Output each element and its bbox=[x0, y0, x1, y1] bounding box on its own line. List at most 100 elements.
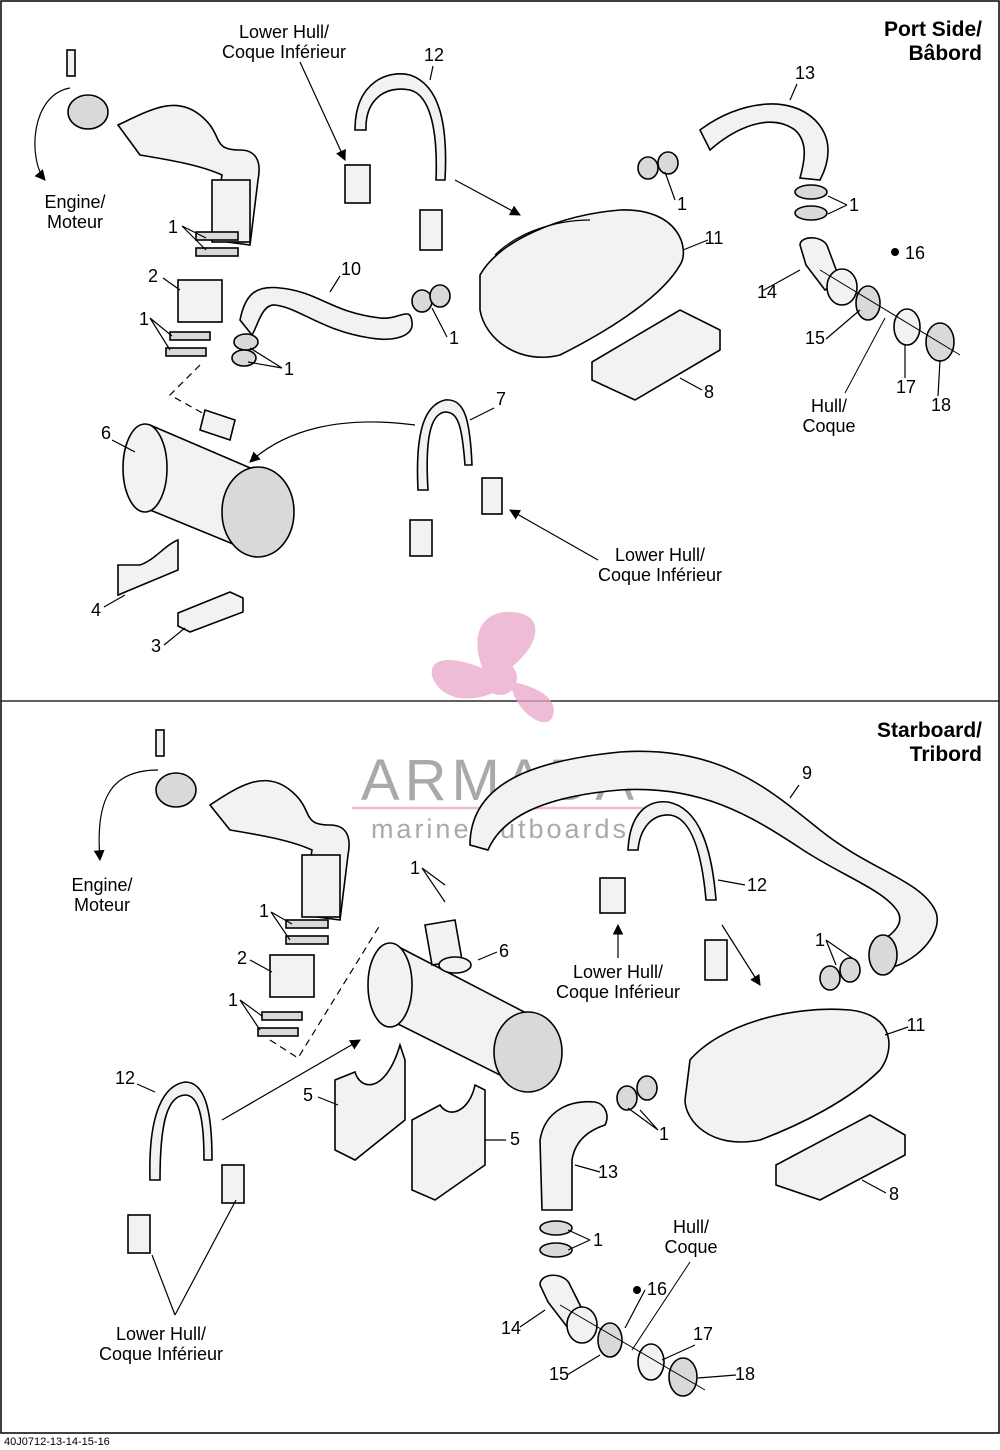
starboard-title-line2: Tribord bbox=[910, 743, 982, 766]
stb-guide-dash bbox=[269, 924, 381, 1059]
starboard-section: Starboard/ Tribord Engine/ Moteur bbox=[71, 719, 982, 1397]
reference-code: 40J0712-13-14-15-16 bbox=[4, 1436, 110, 1448]
stb-hull-label-1: Hull/ bbox=[673, 1217, 709, 1237]
stb-pipe-13 bbox=[539, 1100, 608, 1211]
stb-tube bbox=[301, 854, 341, 918]
port-callout-13: 13 bbox=[795, 63, 815, 83]
stb-lower-hull-mid-1: Lower Hull/ bbox=[573, 962, 663, 982]
port-callout-1c: 1 bbox=[449, 328, 459, 348]
port-lower-hull-mid-arrow bbox=[509, 509, 599, 561]
stb-callout-6: 6 bbox=[499, 941, 509, 961]
stb-lower-hull-bot-2: Coque Inférieur bbox=[99, 1344, 223, 1364]
port-fitting-14b bbox=[826, 268, 858, 306]
stb-resonator-11 bbox=[684, 1008, 890, 1143]
port-leaders bbox=[103, 65, 941, 646]
port-callout-12: 12 bbox=[424, 45, 444, 65]
port-title-line1: Port Side/ bbox=[884, 18, 982, 41]
stb-callout-8: 8 bbox=[889, 1184, 899, 1204]
port-arrow-strap7 bbox=[249, 421, 416, 463]
stb-strap-12a bbox=[627, 801, 717, 901]
stb-muffler bbox=[367, 919, 563, 1093]
stb-block-8 bbox=[775, 1114, 906, 1201]
port-callout-4: 4 bbox=[91, 600, 101, 620]
port-callout-1d: 1 bbox=[168, 217, 178, 237]
stb-lower-hull-bot-arrows bbox=[151, 1199, 237, 1316]
port-pipe-13-clamps bbox=[794, 184, 828, 221]
port-lower-hull-top-arrow bbox=[299, 61, 346, 161]
stb-strap-12a-brackets bbox=[599, 877, 728, 981]
stb-hull-axis bbox=[559, 1304, 706, 1391]
port-lower-hull-top-2: Coque Inférieur bbox=[222, 42, 346, 62]
stb-ring-15 bbox=[597, 1322, 623, 1358]
stb-lower-hull-bot-1: Lower Hull/ bbox=[116, 1324, 206, 1344]
stb-callout-1-res: 1 bbox=[659, 1124, 669, 1144]
stb-strap12b-arrow bbox=[221, 1039, 361, 1121]
port-engine-arrow bbox=[34, 87, 71, 181]
stb-callout-5b: 5 bbox=[510, 1129, 520, 1149]
port-hull-axis bbox=[819, 269, 961, 356]
port-callout-1f: 1 bbox=[284, 359, 294, 379]
stb-resonator-clamps bbox=[616, 957, 861, 1111]
port-callout-15: 15 bbox=[805, 328, 825, 348]
port-coupling-lower bbox=[165, 331, 211, 357]
stb-lower-hull-mid-2: Coque Inférieur bbox=[556, 982, 680, 1002]
stb-engine-arrow bbox=[93, 769, 159, 862]
stb-callout-5a: 5 bbox=[303, 1085, 313, 1105]
port-strap-7-brackets bbox=[409, 477, 503, 557]
port-engine-label-2: Moteur bbox=[47, 212, 103, 232]
stb-block-5b bbox=[411, 1083, 486, 1201]
stb-coupling-upper bbox=[285, 919, 329, 945]
stb-callout-16: 16 bbox=[647, 1279, 667, 1299]
starboard-title-line1: Starboard/ bbox=[877, 719, 982, 742]
port-callout-2: 2 bbox=[148, 266, 158, 286]
port-strap-7 bbox=[416, 399, 473, 491]
stb-callout-1b: 1 bbox=[259, 901, 269, 921]
port-callout-17: 17 bbox=[896, 377, 916, 397]
port-block-8 bbox=[591, 309, 721, 401]
port-callout-8: 8 bbox=[704, 382, 714, 402]
stb-callout-13: 13 bbox=[598, 1162, 618, 1182]
port-strap-12 bbox=[354, 73, 447, 181]
stb-callout-11: 11 bbox=[907, 1015, 926, 1035]
port-guide-dash bbox=[169, 364, 216, 421]
stb-pipe-9-end bbox=[868, 934, 898, 976]
port-resonator-11 bbox=[479, 209, 685, 358]
port-callout-14: 14 bbox=[757, 282, 777, 302]
port-callout-1e: 1 bbox=[139, 309, 149, 329]
stb-engine-label-1: Engine/ bbox=[71, 875, 132, 895]
port-engine-screw-icon bbox=[66, 49, 76, 77]
stb-strap-12b bbox=[149, 1081, 213, 1181]
port-lower-hull-mid-1: Lower Hull/ bbox=[615, 545, 705, 565]
port-callout-7: 7 bbox=[496, 389, 506, 409]
port-title-line2: Bâbord bbox=[909, 42, 983, 65]
stb-pipe-13-clamps bbox=[539, 1220, 573, 1258]
stb-callout-1c: 1 bbox=[815, 930, 825, 950]
stb-callout-12a: 12 bbox=[747, 875, 767, 895]
stb-callout-1-pipe: 1 bbox=[593, 1230, 603, 1250]
propeller-logo-icon bbox=[431, 611, 554, 723]
port-ring-17 bbox=[893, 308, 921, 346]
stb-callout-17: 17 bbox=[693, 1324, 713, 1344]
port-callout-3: 3 bbox=[151, 636, 161, 656]
port-section: Port Side/ Bâbord Engine/ Moteur bbox=[34, 18, 983, 656]
port-hull-label-1: Hull/ bbox=[811, 396, 847, 416]
stb-strap-12b-brackets bbox=[127, 1164, 245, 1254]
port-strap-12-brackets bbox=[344, 164, 443, 251]
port-hull-label-2: Coque bbox=[802, 416, 855, 436]
stb-fitting-14b bbox=[566, 1306, 598, 1344]
stb-engine-label-2: Moteur bbox=[74, 895, 130, 915]
stb-hull-label-2: Coque bbox=[664, 1237, 717, 1257]
stb-strap12a-arrow bbox=[721, 924, 761, 986]
stb-callout-1-left: 1 bbox=[228, 990, 238, 1010]
port-coupling-sleeve bbox=[177, 279, 223, 323]
stb-callout-18: 18 bbox=[735, 1364, 755, 1384]
port-block-3 bbox=[177, 591, 244, 633]
stb-engine-screw-icon bbox=[155, 729, 165, 757]
stb-coupling-sleeve bbox=[269, 954, 315, 998]
port-pipe-10 bbox=[239, 286, 413, 340]
port-nut-18 bbox=[925, 322, 955, 362]
port-engine-label-1: Engine/ bbox=[44, 192, 105, 212]
port-strap12-arrow bbox=[454, 179, 521, 216]
port-engine-clamp bbox=[67, 94, 109, 130]
port-muffler bbox=[122, 408, 295, 558]
